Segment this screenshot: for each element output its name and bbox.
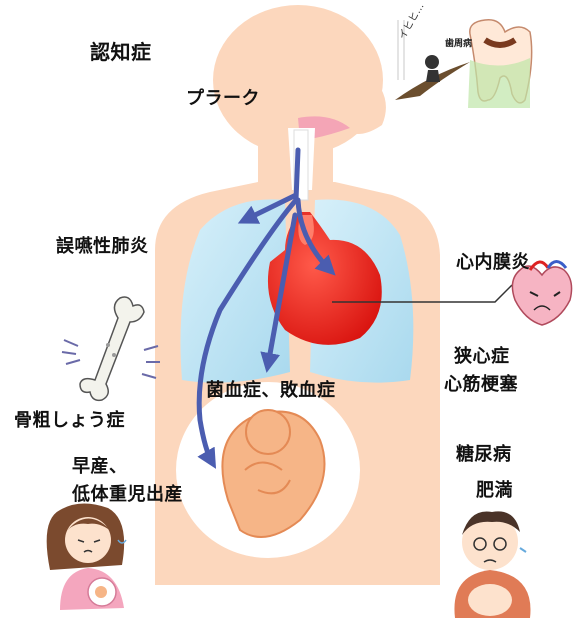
label-aspiration-pneumonia: 誤嚥性肺炎 (56, 232, 149, 258)
bone-icon (62, 297, 160, 400)
label-angina: 狭心症 (454, 342, 510, 368)
label-premature-birth: 早産、 (72, 452, 128, 478)
label-plaque: プラーク (186, 84, 260, 110)
tooth-illustration-icon: イヒヒ… 歯周病 (392, 1, 540, 108)
pregnant-woman-icon (47, 503, 126, 610)
label-diabetes: 糖尿病 (456, 440, 512, 466)
svg-text:歯周病: 歯周病 (445, 37, 472, 49)
label-bacteremia-sepsis: 菌血症、敗血症 (206, 376, 336, 402)
label-endocarditis: 心内膜炎 (456, 248, 530, 274)
label-myocardial-infarction: 心筋梗塞 (444, 370, 518, 396)
obese-man-icon (454, 511, 530, 618)
label-dementia: 認知症 (90, 36, 152, 65)
label-obesity: 肥満 (476, 476, 513, 502)
label-osteoporosis: 骨粗しょう症 (14, 406, 125, 432)
label-low-birth-weight: 低体重児出産 (72, 480, 183, 506)
